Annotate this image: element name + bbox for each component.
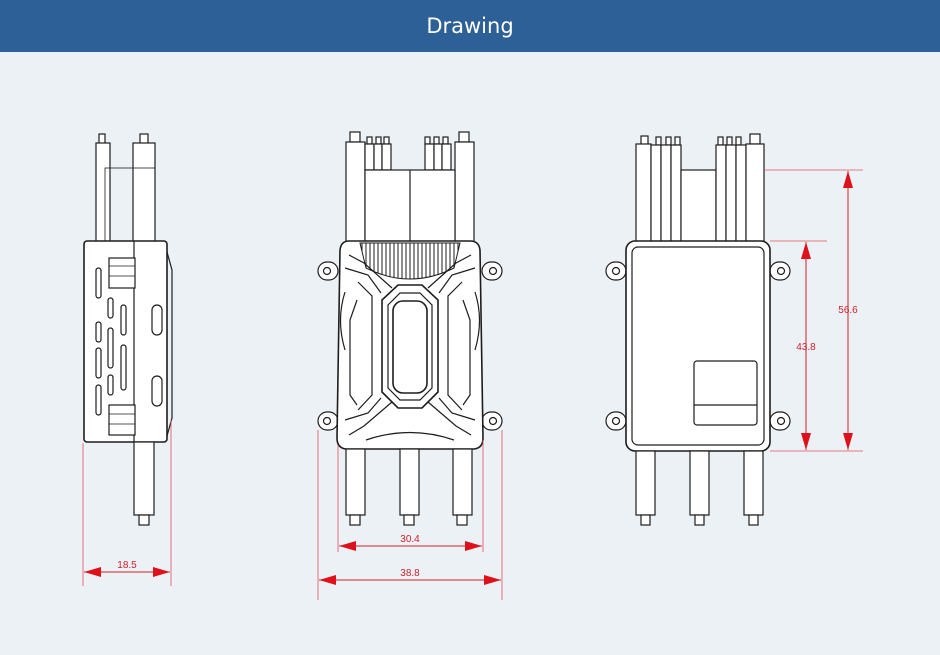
dimension-label-side-width: 18.5 <box>117 560 137 571</box>
dimension-label-back-body: 43.8 <box>796 342 816 353</box>
dimension-label-back-total: 56.6 <box>838 305 858 316</box>
technical-drawing: 18.5 30.4 38.8 43.8 56.6 <box>82 131 863 600</box>
page-header: Drawing <box>0 0 940 52</box>
dimension-front-outer: 38.8 <box>317 430 503 600</box>
back-view <box>605 133 791 526</box>
page-title: Drawing <box>426 14 514 38</box>
side-view <box>83 133 173 526</box>
dimension-label-front-inner: 30.4 <box>400 534 420 545</box>
front-view <box>317 131 503 526</box>
drawing-canvas: 18.5 30.4 38.8 43.8 56.6 <box>0 52 940 650</box>
dimension-label-front-outer: 38.8 <box>400 568 420 579</box>
dimension-side-width: 18.5 <box>82 420 172 586</box>
dimension-front-inner: 30.4 <box>337 440 484 552</box>
dimension-back-total: 56.6 <box>764 169 863 450</box>
dimension-back-body: 43.8 <box>770 240 863 452</box>
